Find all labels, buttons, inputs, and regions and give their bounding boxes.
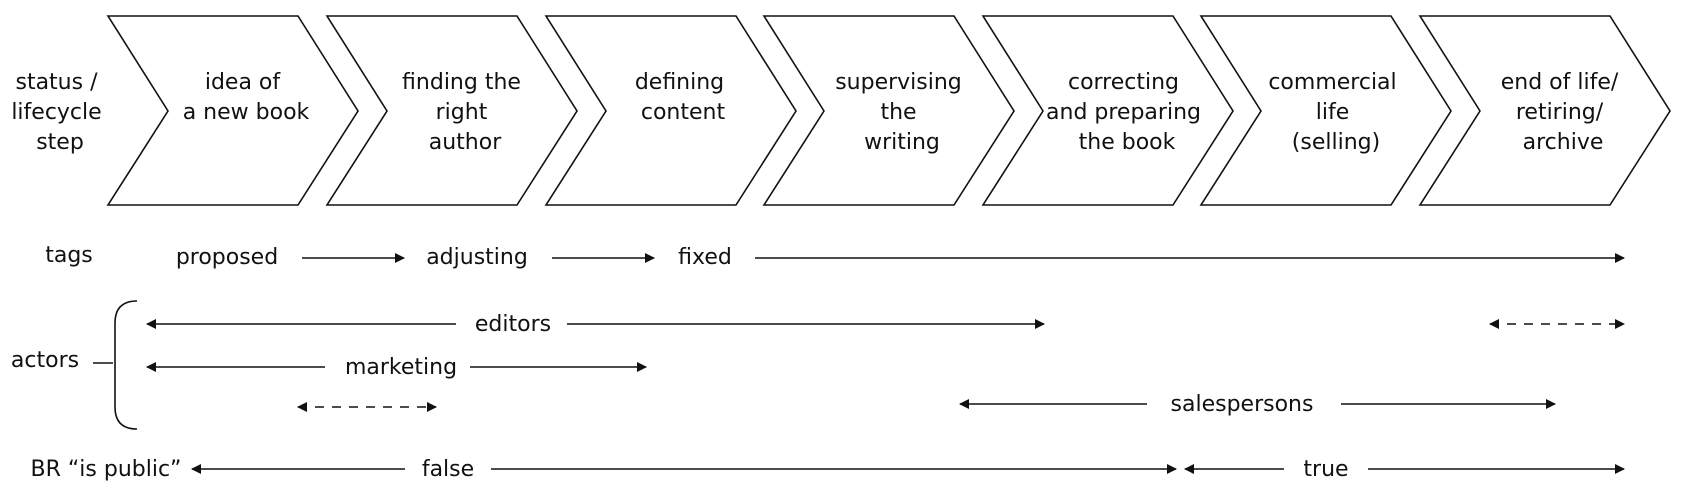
row-label-tags: tags (45, 243, 93, 268)
row-label-status: status / lifecycle step (11, 70, 108, 155)
step-chevron-6 (1199, 15, 1452, 206)
br-value-false: false (422, 457, 474, 482)
step-chevron-4 (762, 15, 1015, 206)
tag-adjusting: adjusting (426, 245, 528, 270)
tag-fixed: fixed (678, 245, 732, 270)
actor-marketing: marketing (345, 355, 457, 380)
step-label-5: correcting and preparing the book (1046, 70, 1208, 155)
actor-salespersons: salespersons (1171, 392, 1314, 417)
step-label-1: idea of a new book (183, 70, 310, 125)
step-chevron-2 (325, 15, 578, 206)
actor-editors: editors (475, 312, 551, 337)
tag-proposed: proposed (176, 245, 278, 270)
step-label-4: supervising the writing (835, 70, 969, 155)
lifecycle-steps (106, 15, 1671, 206)
br-value-true: true (1303, 457, 1348, 482)
row-label-br-is-public: BR “is public” (31, 457, 182, 482)
step-chevron-3 (544, 15, 797, 206)
step-label-3: defining content (635, 70, 731, 125)
step-label-7: end of life/ retiring/ archive (1501, 70, 1626, 155)
actors-brace (114, 300, 138, 430)
row-label-actors: actors (11, 348, 79, 373)
step-chevron-5 (981, 15, 1234, 206)
step-label-2: finding the right author (402, 70, 528, 155)
step-chevron-1 (106, 15, 359, 206)
step-chevron-7 (1418, 15, 1671, 206)
step-label-6: commercial life (selling) (1268, 70, 1403, 155)
